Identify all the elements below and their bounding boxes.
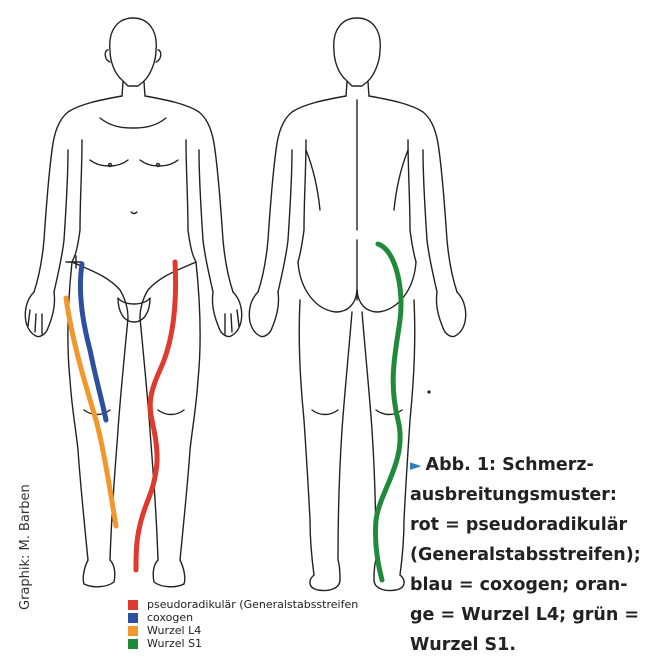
legend-swatch-orange [128,626,138,636]
legend-item-pseudoradicular: pseudoradikulär (Generalstabsstreifen [128,598,358,611]
legend-swatch-red [128,600,138,610]
legend: pseudoradikulär (Generalstabsstreifen co… [128,598,358,650]
legend-item-root-l4: Wurzel L4 [128,624,358,637]
arrow-icon: ► [410,456,422,474]
legend-label: coxogen [147,611,193,624]
front-body-outline [25,18,241,587]
legend-swatch-blue [128,613,138,623]
legend-item-root-s1: Wurzel S1 [128,637,358,650]
caption-line: Wurzel S1. [410,630,645,660]
legend-label: Wurzel S1 [147,637,202,650]
caption-line: (Generalstabsstreifen); [410,540,645,570]
legend-swatch-green [128,639,138,649]
stray-dot [427,390,430,393]
graphic-credit: Graphik: M. Barben [18,484,33,610]
caption-line: rot = pseudoradikulär [410,510,645,540]
legend-item-coxogen: coxogen [128,611,358,624]
figure-caption: ►Abb. 1: Schmerz- ausbreitungsmuster: ro… [410,450,645,660]
caption-line: ge = Wurzel L4; grün = [410,600,645,630]
caption-line: blau = coxogen; oran- [410,570,645,600]
legend-label: Wurzel L4 [147,624,201,637]
caption-line: ausbreitungsmuster: [410,480,645,510]
legend-label: pseudoradikulär (Generalstabsstreifen [147,598,358,611]
coxogen-line [80,264,106,420]
caption-line: ►Abb. 1: Schmerz- [410,450,645,480]
